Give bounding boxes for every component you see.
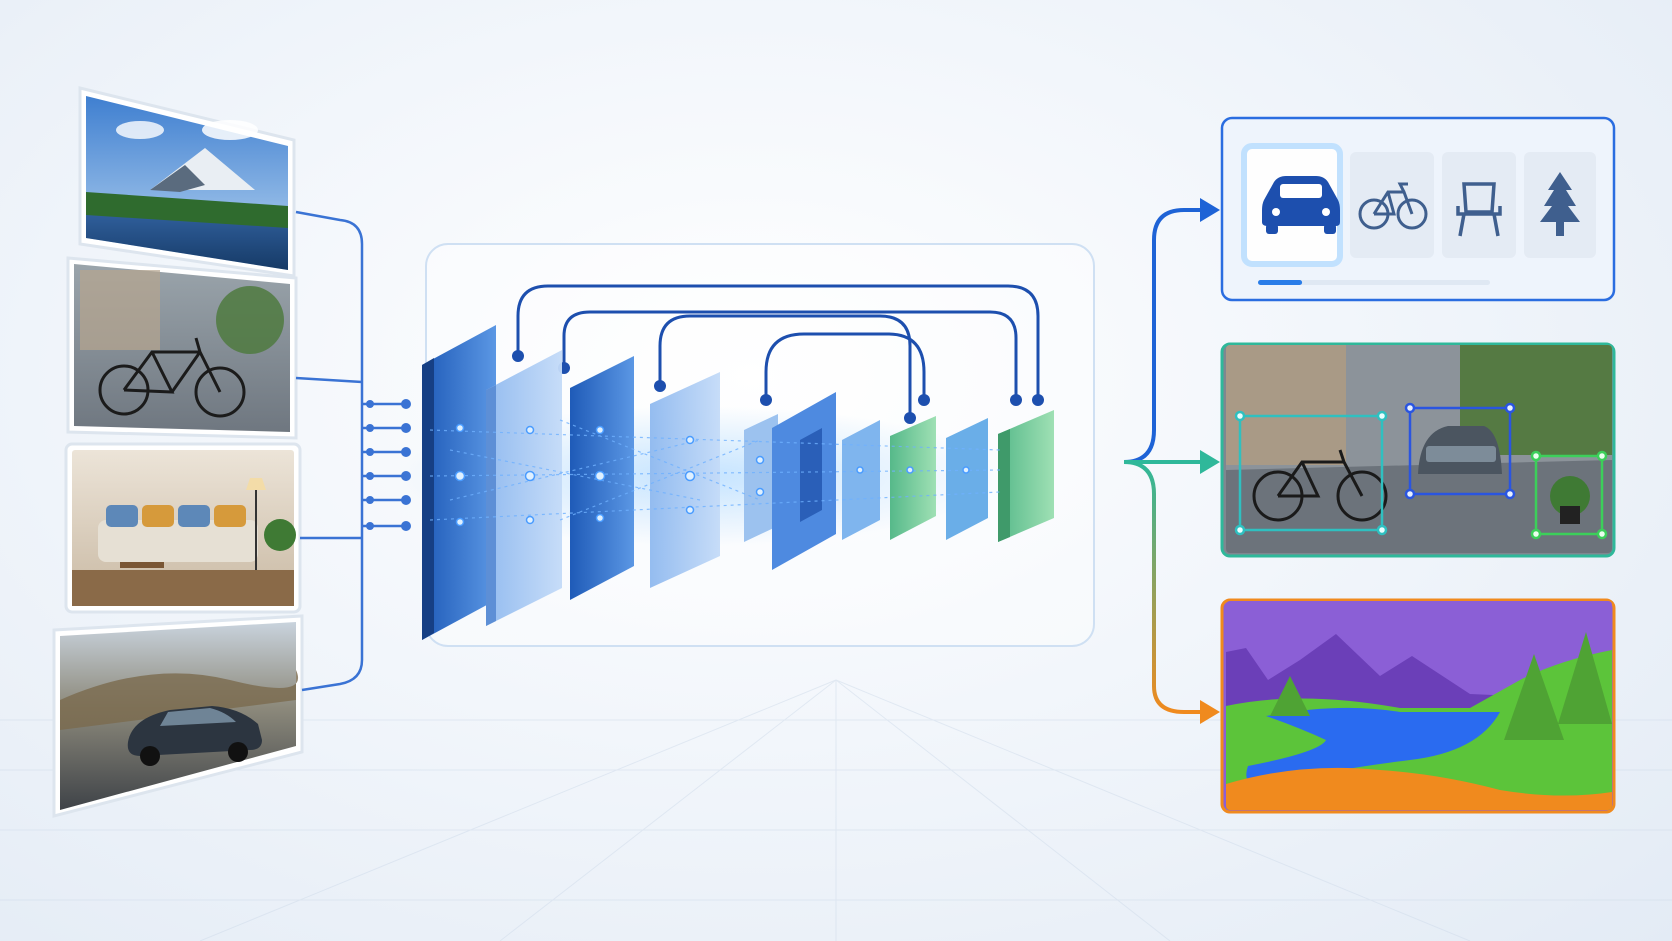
detection-panel — [1220, 342, 1616, 558]
class-option-chair[interactable] — [1442, 152, 1516, 258]
input-connectors — [295, 210, 406, 692]
mountain-lake-image — [78, 86, 296, 278]
input-images — [52, 86, 304, 818]
bbox-plant[interactable] — [1530, 450, 1608, 540]
layer-5 — [744, 414, 778, 542]
layer-4 — [650, 372, 720, 588]
neuron-nodes — [454, 423, 970, 527]
confidence-bar — [1258, 280, 1490, 285]
layer-10 — [998, 410, 1054, 542]
bicycle-street-image — [66, 256, 298, 440]
neuron-mesh — [429, 419, 1001, 521]
car-icon — [1262, 176, 1340, 234]
bbox-car[interactable] — [1404, 402, 1516, 500]
class-option-bicycle[interactable] — [1350, 152, 1434, 258]
bbox-bicycle[interactable] — [1234, 410, 1388, 536]
class-option-car[interactable] — [1241, 143, 1343, 267]
class-option-tree[interactable] — [1524, 152, 1596, 258]
output-arrowheads — [1200, 198, 1220, 724]
seg-region-ground — [1226, 767, 1612, 810]
layer-7 — [842, 420, 880, 540]
bicycle-shape — [98, 337, 246, 418]
seg-region-water — [1246, 707, 1500, 786]
layer-2 — [486, 350, 562, 626]
living-room-image — [64, 442, 302, 614]
segmentation-panel — [1220, 598, 1616, 814]
bicycle-icon — [1358, 182, 1428, 230]
skip-connections — [516, 284, 1040, 418]
car-shape — [127, 706, 262, 766]
cnn-layers — [422, 325, 1054, 640]
car-road-image — [52, 614, 304, 818]
tree-icon — [1540, 172, 1580, 236]
output-branches — [1064, 208, 1204, 714]
chair-icon — [1456, 182, 1502, 237]
classification-panel — [1220, 116, 1616, 302]
layer-1 — [422, 325, 496, 640]
layer-6 — [772, 392, 836, 570]
